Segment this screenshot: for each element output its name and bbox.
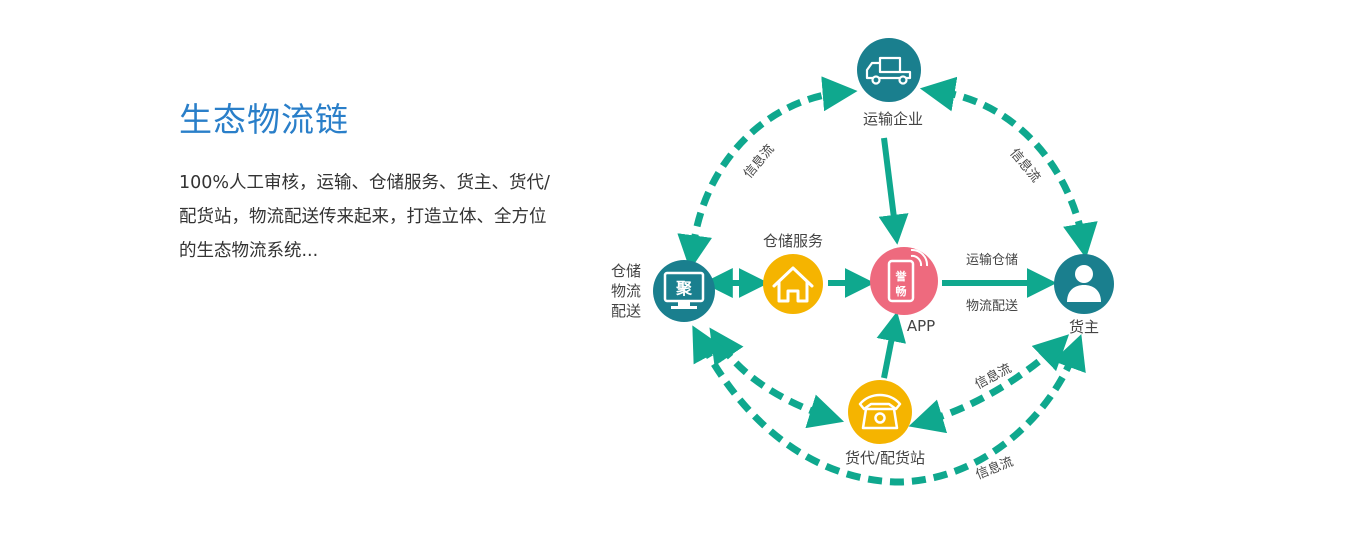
- truck-icon: [865, 56, 912, 85]
- monitor-icon: 聚: [663, 271, 705, 309]
- monitor-glyph: 聚: [675, 279, 693, 298]
- person-icon: [1067, 265, 1101, 302]
- info-flow-arrow-logistics-forwarder: [709, 327, 845, 429]
- arrow-forwarder-app: [876, 311, 907, 379]
- node-logistics: 聚 仓储 物流 配送: [611, 260, 715, 322]
- node-forwarder-label: 货代/配货站: [845, 449, 925, 467]
- section-title: 生态物流链: [179, 100, 349, 139]
- node-logistics-label-line1: 仓储: [611, 262, 641, 280]
- node-owner: 货主: [1054, 254, 1114, 336]
- node-logistics-label-line3: 配送: [611, 302, 641, 320]
- house-icon: [772, 266, 814, 303]
- phone-app-icon: 誉 畅: [887, 248, 929, 303]
- info-flow-label-bottom-right: 信息流: [972, 360, 1014, 392]
- node-owner-label: 货主: [1069, 318, 1099, 336]
- node-transport-label: 运输企业: [863, 110, 923, 128]
- section-description: 100%人工审核，运输、仓储服务、货主、货代/配货站，物流配送传来起来，打造立体…: [179, 173, 550, 261]
- node-warehouse-label: 仓储服务: [763, 232, 823, 250]
- node-logistics-label-line2: 物流: [611, 282, 641, 300]
- node-transport-circle: [857, 38, 921, 102]
- app-owner-flow-label-top: 运输仓储: [966, 252, 1018, 268]
- node-warehouse: 仓储服务: [763, 232, 823, 314]
- node-warehouse-circle: [763, 254, 823, 314]
- telephone-icon: [858, 393, 902, 430]
- app-glyph-bottom: 畅: [896, 284, 907, 298]
- node-app: 誉 畅 APP: [870, 247, 938, 335]
- info-flow-arrow-logistics-transport: [677, 76, 858, 271]
- node-transport: 运输企业: [857, 38, 923, 128]
- arrow-transport-app: [878, 137, 909, 245]
- node-forwarder-circle: [848, 380, 912, 444]
- info-flow-arrow-transport-owner: [919, 76, 1098, 259]
- intro-section: 生态物流链 100%人工审核，运输、仓储服务、货主、货代/配货站，物流配送传来起…: [179, 98, 579, 268]
- node-owner-circle: [1054, 254, 1114, 314]
- info-flow-label-top-left: 信息流: [740, 141, 777, 181]
- node-forwarder: 货代/配货站: [845, 380, 925, 467]
- node-app-label: APP: [907, 317, 935, 335]
- app-owner-flow-label-bottom: 物流配送: [966, 299, 1018, 314]
- app-glyph-top: 誉: [895, 269, 908, 283]
- info-flow-arrow-outer-loop: [692, 325, 1086, 486]
- node-logistics-circle: [653, 260, 715, 322]
